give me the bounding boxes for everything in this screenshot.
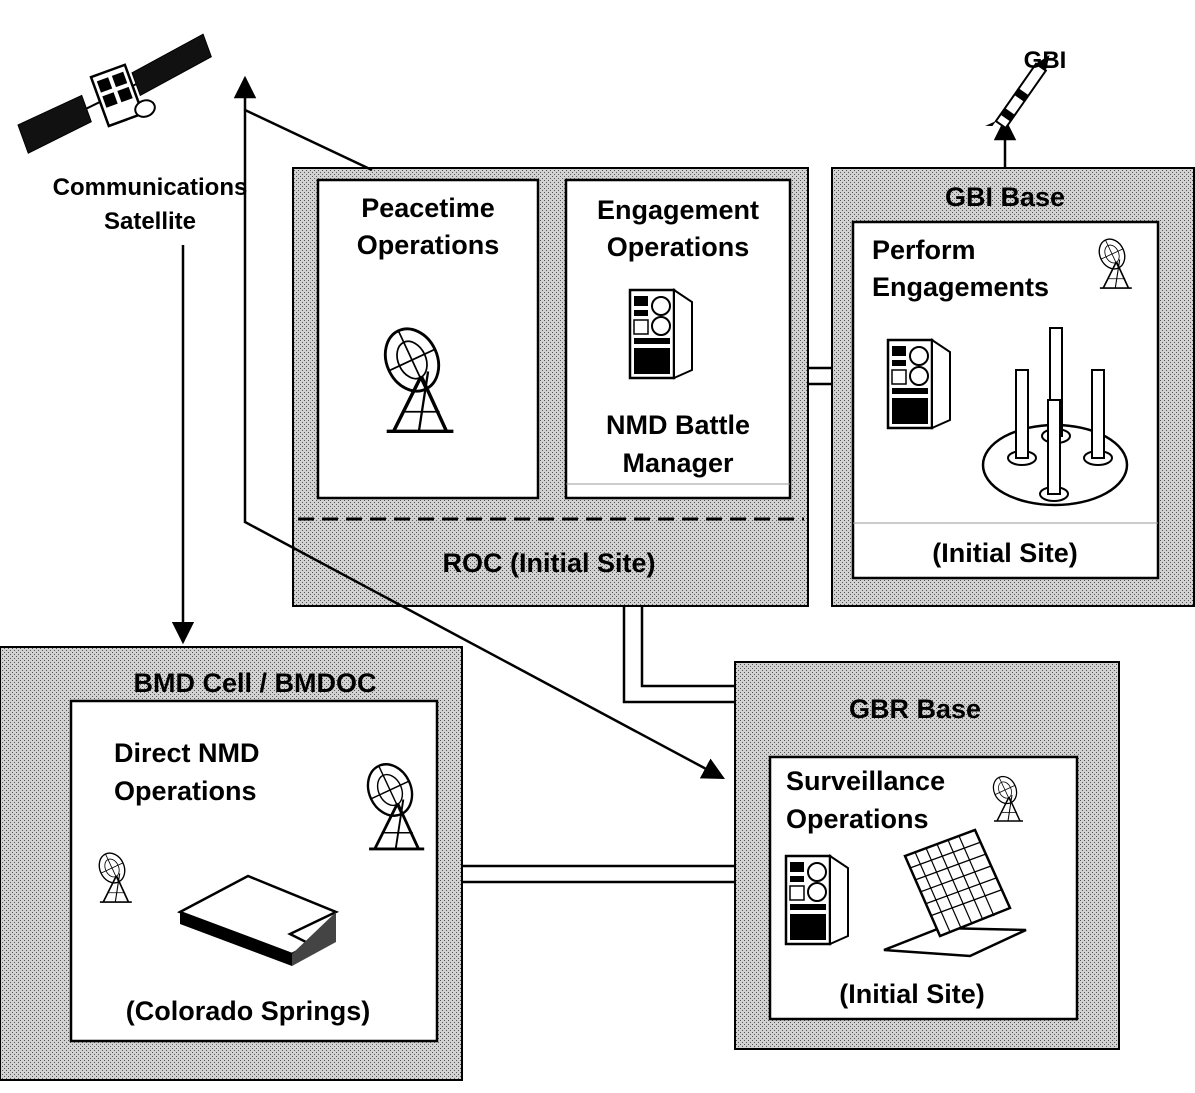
gbi-base-footer: (Initial Site)	[932, 538, 1078, 568]
battle-manager-console-icon	[628, 288, 694, 380]
command-center-building-icon	[176, 874, 340, 966]
satellite-icon	[17, 33, 212, 154]
satellite-label-1: Communications	[53, 174, 248, 201]
peacetime-line2: Operations	[357, 230, 500, 260]
radar-array-icon	[883, 828, 1027, 958]
gbr-console-icon	[784, 854, 850, 946]
direct-nmd-line1: Direct NMD	[114, 738, 260, 768]
peacetime-line1: Peacetime	[361, 193, 495, 223]
link-satellite-roc	[244, 108, 373, 172]
fire-control-console-icon	[886, 338, 952, 430]
direct-nmd-panel	[69, 699, 439, 1043]
link-roc-gbr	[622, 606, 735, 704]
gbr-base-footer: (Initial Site)	[839, 979, 985, 1009]
surveillance-line1: Surveillance	[786, 766, 945, 796]
bmd-title: BMD Cell / BMDOC	[134, 668, 377, 698]
satellite-label-2: Satellite	[104, 208, 196, 235]
engagement-line2: Operations	[607, 232, 750, 262]
perform-line1: Perform	[872, 235, 976, 265]
arrow-to-gbr	[243, 516, 725, 780]
bmd-footer: (Colorado Springs)	[126, 996, 371, 1026]
link-bmd-gbr	[462, 864, 735, 884]
missile-silos-icon	[981, 327, 1129, 507]
engagement-line1: Engagement	[597, 195, 759, 225]
battle-manager-line2: Manager	[622, 448, 734, 478]
direct-nmd-line2: Operations	[114, 776, 257, 806]
link-roc-gbi	[808, 366, 832, 386]
perform-line2: Engagements	[872, 272, 1049, 302]
gbr-base-title: GBR Base	[849, 694, 981, 724]
gbi-missile-icon	[985, 54, 1050, 140]
battle-manager-line1: NMD Battle	[606, 410, 750, 440]
roc-title: ROC (Initial Site)	[442, 548, 655, 578]
gbi-base-title: GBI Base	[945, 182, 1065, 212]
surveillance-line2: Operations	[786, 804, 929, 834]
gbi-label: GBI	[1024, 47, 1067, 74]
